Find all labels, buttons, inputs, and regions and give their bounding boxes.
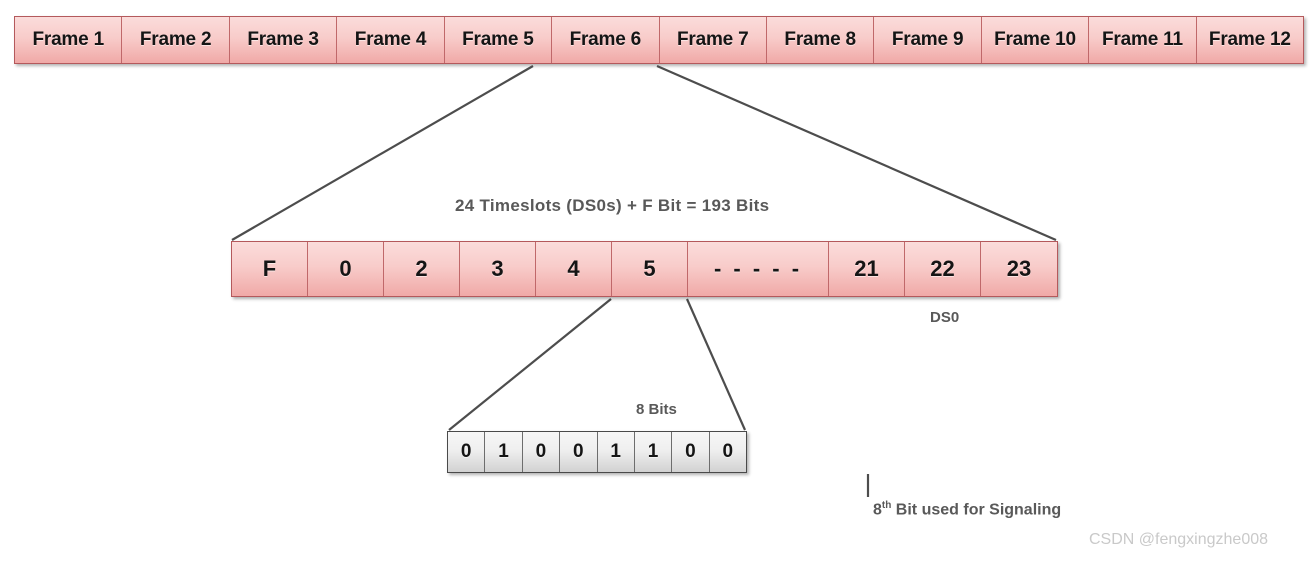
bit-cell[interactable]: 0: [560, 432, 598, 472]
frame-cell[interactable]: Frame 1: [15, 17, 123, 63]
frame-cell[interactable]: Frame 5: [444, 17, 553, 63]
timeslot-cell[interactable]: 3: [460, 242, 536, 296]
frame-cell-expanded[interactable]: Frame 6: [552, 17, 660, 63]
bit-cell[interactable]: 1: [485, 432, 523, 472]
timeslot-row: F 0 2 3 4 5 - - - - - 21 22 23: [231, 241, 1058, 297]
timeslot-cell[interactable]: 21: [829, 242, 905, 296]
signaling-note: 8th Bit used for Signaling: [873, 500, 1061, 519]
frame-cell[interactable]: Frame 8: [766, 17, 875, 63]
frame-caption-label: 24 Timeslots (DS0s) + F Bit = 193 Bits: [455, 196, 770, 215]
expansion-line-timeslot-left: [448, 298, 612, 431]
bit-cell[interactable]: 0: [522, 432, 561, 472]
ds0-label: DS0: [930, 309, 960, 326]
timeslot-cell[interactable]: 23: [981, 242, 1057, 296]
frame-cell[interactable]: Frame 7: [659, 17, 767, 63]
timeslot-cell-f[interactable]: F: [232, 242, 308, 296]
expansion-line-timeslot-right: [685, 298, 747, 431]
frame-cell[interactable]: Frame 11: [1089, 17, 1197, 63]
bit-cell[interactable]: 0: [448, 432, 486, 472]
timeslot-cell[interactable]: 0: [308, 242, 384, 296]
timeslot-cell-expanded[interactable]: 5: [612, 242, 688, 296]
frame-cell[interactable]: Frame 12: [1196, 17, 1304, 63]
bit-cell[interactable]: 1: [634, 432, 673, 472]
bit-cell-signaling[interactable]: 0: [709, 432, 746, 472]
watermark: CSDN @fengxingzhe008: [1089, 531, 1269, 548]
timeslot-cell[interactable]: 4: [536, 242, 612, 296]
signaling-ordinal: 8: [873, 501, 882, 519]
frame-cell[interactable]: Frame 2: [122, 17, 230, 63]
frame-cell[interactable]: Frame 3: [229, 17, 338, 63]
timeslot-cell[interactable]: 2: [384, 242, 460, 296]
timeslot-cell-ellipsis: - - - - -: [688, 242, 829, 296]
bit-cell[interactable]: 1: [597, 432, 635, 472]
signaling-superscript: th: [881, 500, 892, 511]
frames-row: Frame 1 Frame 2 Frame 3 Frame 4 Frame 5 …: [14, 16, 1304, 64]
frame-cell[interactable]: Frame 4: [337, 17, 445, 63]
signaling-text: Bit used for Signaling: [891, 501, 1062, 519]
timeslot-cell[interactable]: 22: [905, 242, 981, 296]
bits-caption-label: 8 Bits: [636, 401, 677, 418]
frame-cell[interactable]: Frame 9: [874, 17, 982, 63]
frame-cell[interactable]: Frame 10: [981, 17, 1090, 63]
bits-row: 0 1 0 0 1 1 0 0: [447, 431, 747, 473]
bit-cell[interactable]: 0: [672, 432, 710, 472]
